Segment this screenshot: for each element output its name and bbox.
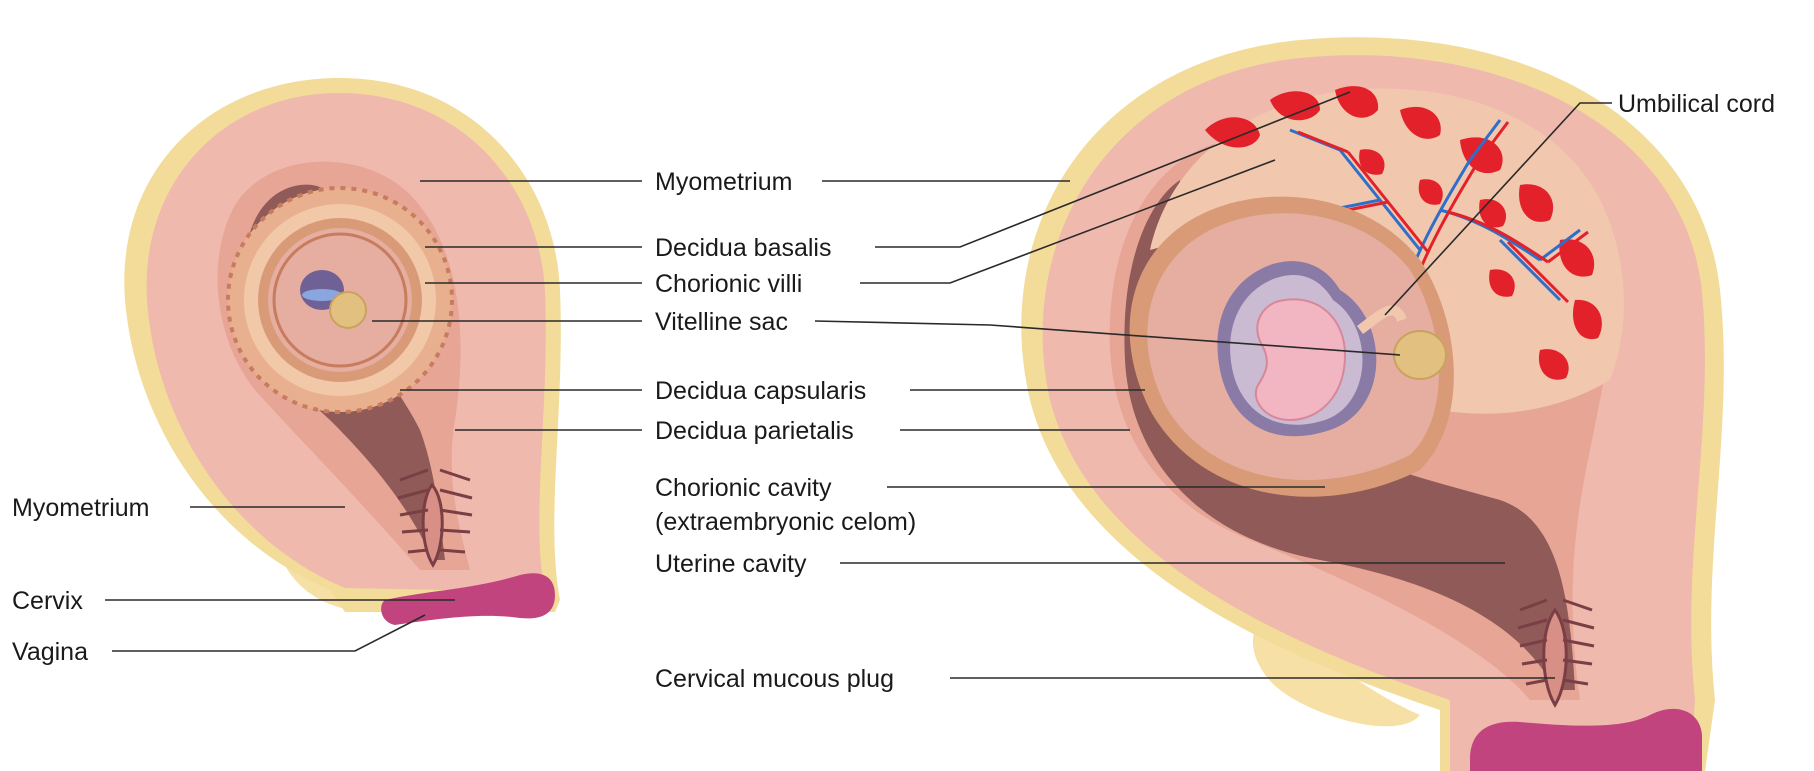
label-chorionic-villi: Chorionic villi [655, 270, 802, 298]
left-yolk-sac [330, 292, 366, 328]
label-chorionic-cavity: Chorionic cavity [655, 474, 832, 502]
label-decidua-capsularis: Decidua capsularis [655, 377, 866, 405]
label-umbilical-cord: Umbilical cord [1618, 90, 1775, 118]
label-left-cervix: Cervix [12, 587, 83, 615]
label-decidua-basalis: Decidua basalis [655, 234, 832, 262]
right-yolk-sac [1394, 331, 1446, 379]
label-decidua-parietalis: Decidua parietalis [655, 417, 854, 445]
label-uterine-cavity: Uterine cavity [655, 550, 807, 578]
right-uterus [1021, 37, 1723, 771]
label-chorionic-cavity-sub: (extraembryonic celom) [655, 508, 916, 536]
label-vitelline-sac: Vitelline sac [655, 308, 788, 336]
label-myometrium: Myometrium [655, 168, 793, 196]
left-uterus [124, 78, 561, 625]
label-left-myometrium: Myometrium [12, 494, 150, 522]
label-cervical-mucous-plug: Cervical mucous plug [655, 665, 894, 693]
label-left-vagina: Vagina [12, 638, 88, 666]
